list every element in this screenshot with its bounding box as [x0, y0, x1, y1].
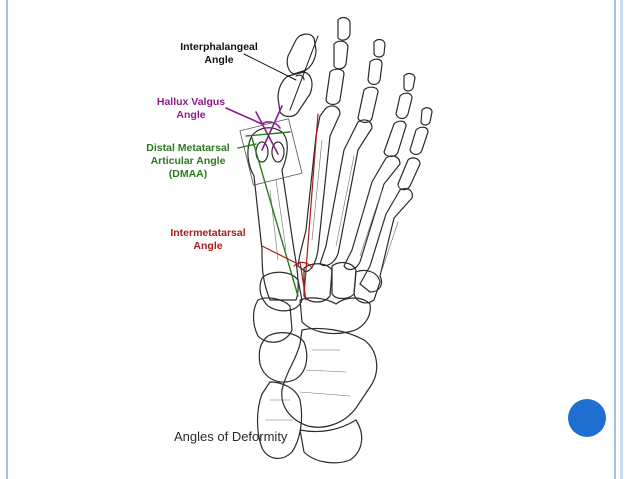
dmaa-label-line1: Distal Metatarsal: [124, 142, 252, 155]
hallux-label-line1: Hallux Valgus: [146, 96, 236, 109]
slide-accent-dot: [568, 399, 606, 437]
interphalangeal-label-line2: Angle: [164, 54, 274, 67]
third-toe-phalanges: [358, 40, 385, 123]
figure-caption: Angles of Deformity: [174, 429, 324, 444]
intermetatarsal-angle-label: Intermetatarsal Angle: [146, 227, 270, 253]
hallux-valgus-angle-label: Hallux Valgus Angle: [146, 96, 236, 122]
intermetatarsal-label-line1: Intermetatarsal: [146, 227, 270, 240]
intermetatarsal-angle-lines: [262, 114, 318, 300]
intermetatarsal-label-line2: Angle: [146, 240, 270, 253]
second-toe-phalanges: [326, 18, 350, 105]
fifth-toe-phalanges: [398, 108, 432, 190]
interphalangeal-angle-label: Interphalangeal Angle: [164, 41, 274, 67]
hallux-label-line2: Angle: [146, 109, 236, 122]
metatarsals: [248, 106, 412, 300]
dmaa-label-line2: Articular Angle: [124, 155, 252, 168]
fourth-toe-phalanges: [384, 74, 415, 157]
interphalangeal-label-line1: Interphalangeal: [164, 41, 274, 54]
dmaa-label-line3: (DMAA): [124, 168, 252, 181]
dmaa-label: Distal Metatarsal Articular Angle (DMAA): [124, 142, 252, 181]
